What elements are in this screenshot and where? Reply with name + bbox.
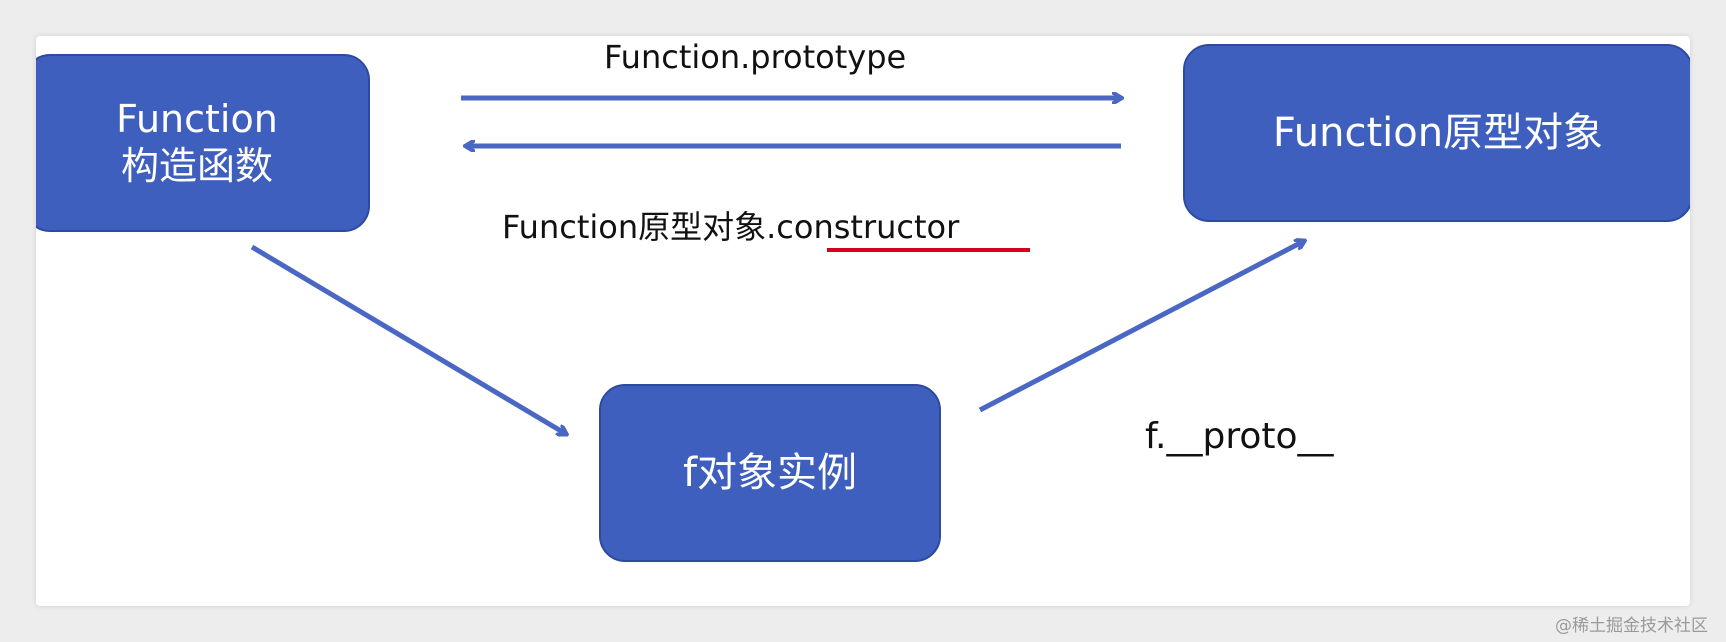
function-constructor-title: Function — [116, 96, 278, 141]
instance-title: f对象实例 — [682, 450, 858, 496]
function-constructor-box: Function 构造函数 — [36, 54, 370, 232]
function-constructor-subtitle: 构造函数 — [120, 144, 273, 188]
arrow-instance-to-prototype — [978, 241, 1304, 413]
function-prototype-box: Function原型对象 — [1183, 44, 1690, 222]
function-prototype-title: Function原型对象 — [1272, 110, 1604, 156]
diagram-canvas: Function 构造函数 Function原型对象 f对象实例 Functio… — [36, 36, 1690, 606]
instance-box: f对象实例 — [599, 384, 941, 562]
prototype-edge-label: Function.prototype — [604, 38, 907, 76]
watermark: @稀土掘金技术社区 — [1555, 616, 1708, 636]
arrow-constructor-to-instance — [250, 244, 566, 434]
constructor-edge-label: Function原型对象.constructor — [502, 208, 960, 246]
proto-edge-label: f.__proto__ — [1145, 416, 1334, 457]
